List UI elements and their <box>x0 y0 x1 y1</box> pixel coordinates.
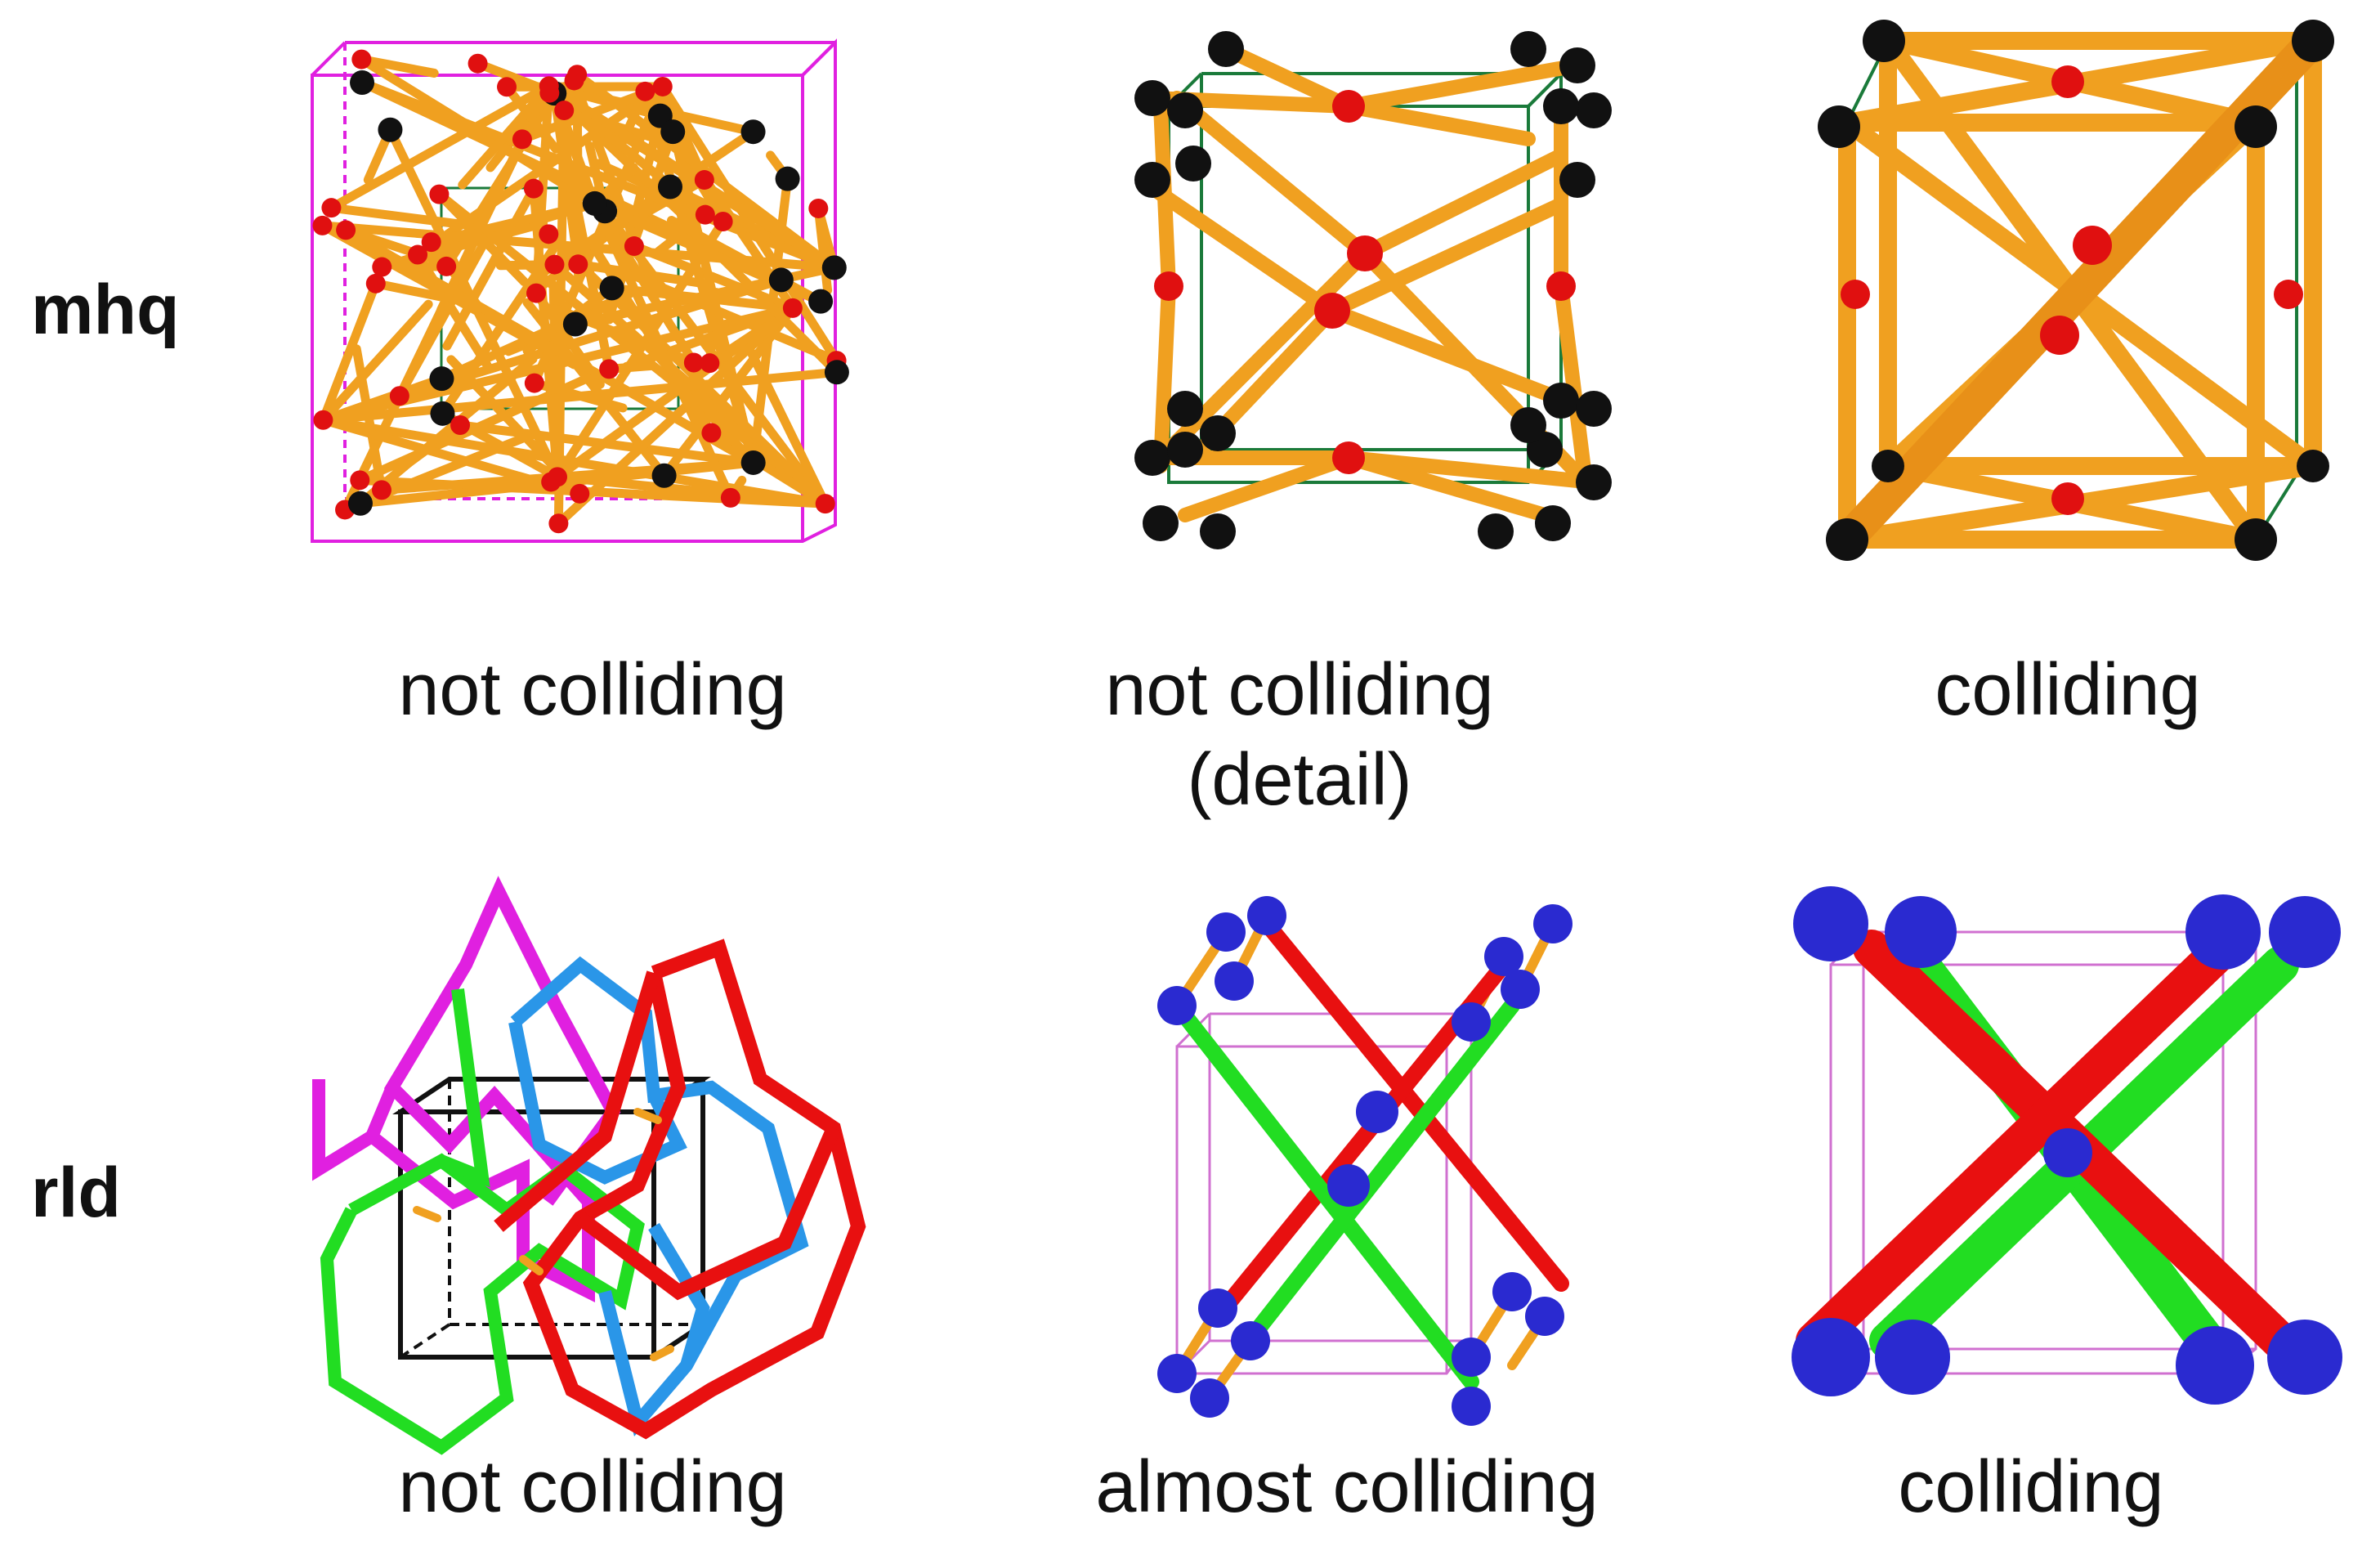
caption-mhq-colliding: colliding <box>1935 649 2201 731</box>
caption-mhq-not-colliding: not colliding <box>398 649 787 731</box>
mhq-network-overview <box>311 38 849 543</box>
caption-mhq-detail-line2: (detail) <box>1187 738 1412 821</box>
row-label-rld: rld <box>31 1154 121 1232</box>
caption-rld-colliding: colliding <box>1898 1446 2164 1528</box>
rld-nets-overview <box>312 876 866 1455</box>
caption-mhq-detail: not colliding (detail) <box>973 646 1626 826</box>
mhq-network-colliding <box>1818 20 2334 561</box>
rld-colliding <box>1792 886 2342 1405</box>
mhq-network-detail <box>1134 31 1612 549</box>
caption-rld-almost-colliding: almost colliding <box>1095 1446 1599 1528</box>
rld-almost-colliding <box>1157 896 1572 1426</box>
row-label-mhq: mhq <box>31 271 180 349</box>
caption-mhq-detail-line1: not colliding <box>1105 649 1494 731</box>
caption-rld-not-colliding: not colliding <box>398 1446 787 1528</box>
